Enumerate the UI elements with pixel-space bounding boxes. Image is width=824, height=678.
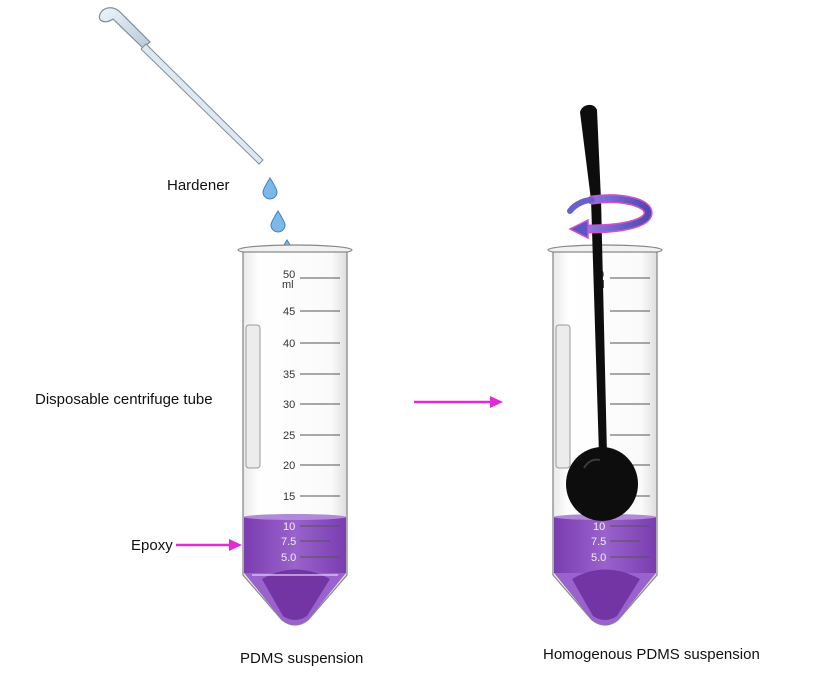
scale-mark-10: 10 (283, 521, 295, 533)
right-scale-mark-7-5: 7.5 (591, 536, 606, 548)
process-arrow (414, 396, 503, 408)
hardener-label: Hardener (167, 177, 230, 194)
scale-mark-5-0: 5.0 (281, 552, 296, 564)
epoxy-arrow (176, 539, 242, 551)
pipette-icon (98, 7, 264, 165)
scale-mark-35: 35 (283, 369, 295, 381)
epoxy-liquid (244, 514, 346, 625)
left-centrifuge-tube: 50 ml 45 40 35 30 25 20 15 10 7.5 5.0 (237, 244, 353, 626)
scale-mark-45: 45 (283, 306, 295, 318)
scale-mark-7-5: 7.5 (281, 536, 296, 548)
scale-mark-15: 15 (283, 491, 295, 503)
right-scale-mark-10: 10 (593, 521, 605, 533)
right-caption: Homogenous PDMS suspension (543, 646, 760, 663)
scale-unit-label: ml (282, 279, 294, 291)
rotation-arrow-icon (567, 194, 653, 240)
scale-mark-25: 25 (283, 430, 295, 442)
right-scale-mark-5-0: 5.0 (591, 552, 606, 564)
homogenous-liquid (554, 514, 656, 625)
drop-icon (262, 177, 278, 200)
epoxy-label: Epoxy (131, 537, 173, 554)
spoon-icon (566, 104, 638, 521)
scale-mark-30: 30 (283, 399, 295, 411)
scale-mark-20: 20 (283, 460, 295, 472)
drop-icon (270, 210, 286, 233)
left-caption: PDMS suspension (240, 650, 363, 667)
scale-mark-40: 40 (283, 338, 295, 350)
scale-top-label: 50 (283, 269, 295, 281)
tube-label: Disposable centrifuge tube (35, 391, 213, 408)
